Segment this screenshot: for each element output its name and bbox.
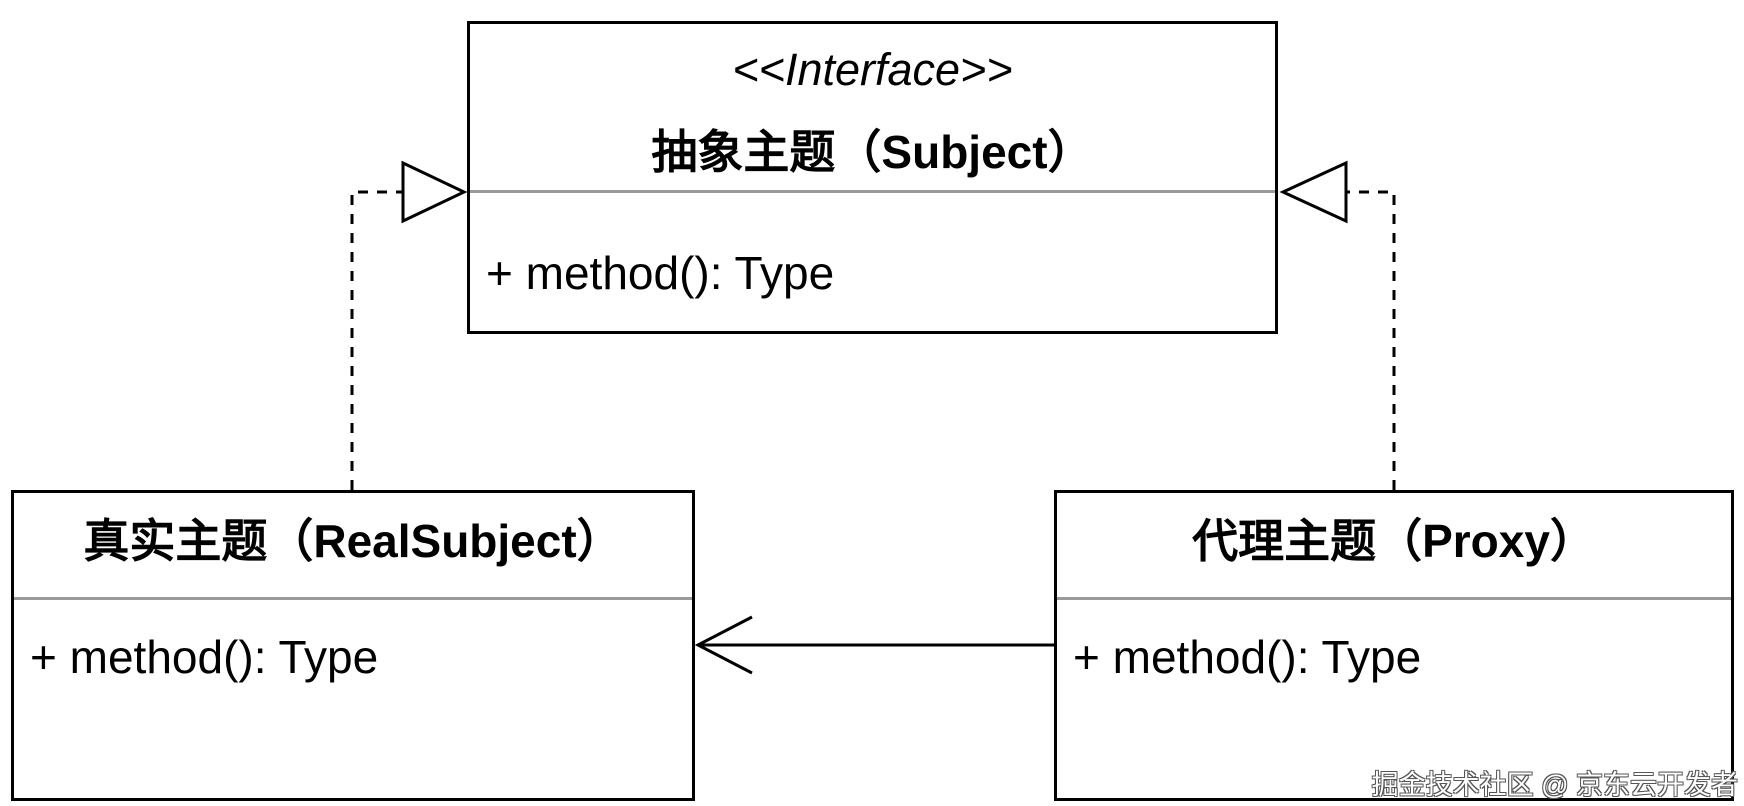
operation: + method(): Type [30, 631, 379, 683]
operation: + method(): Type [486, 247, 835, 299]
compartment-divider [1057, 597, 1731, 600]
compartment-divider [14, 597, 692, 600]
class-realsubject[interactable]: 真实主题（RealSubject） + method(): Type [11, 490, 695, 801]
association-proxy-to-realsubject [694, 615, 1054, 675]
stereotype-label: <<Interface>> [732, 44, 1013, 95]
class-name: 真实主题（RealSubject） [83, 515, 623, 567]
realization-realsubject-to-subject [350, 160, 468, 490]
operation: + method(): Type [1073, 631, 1422, 683]
class-name: 抽象主题（Subject） [651, 126, 1094, 178]
realization-proxy-to-subject [1279, 160, 1396, 490]
class-subject[interactable]: <<Interface>> 抽象主题（Subject） + method(): … [467, 21, 1278, 334]
class-name: 代理主题（Proxy） [1192, 515, 1596, 567]
watermark: 掘金技术社区 @ 京东云开发者 [1371, 770, 1738, 800]
compartment-divider [470, 190, 1275, 193]
class-proxy[interactable]: 代理主题（Proxy） + method(): Type [1054, 490, 1734, 801]
